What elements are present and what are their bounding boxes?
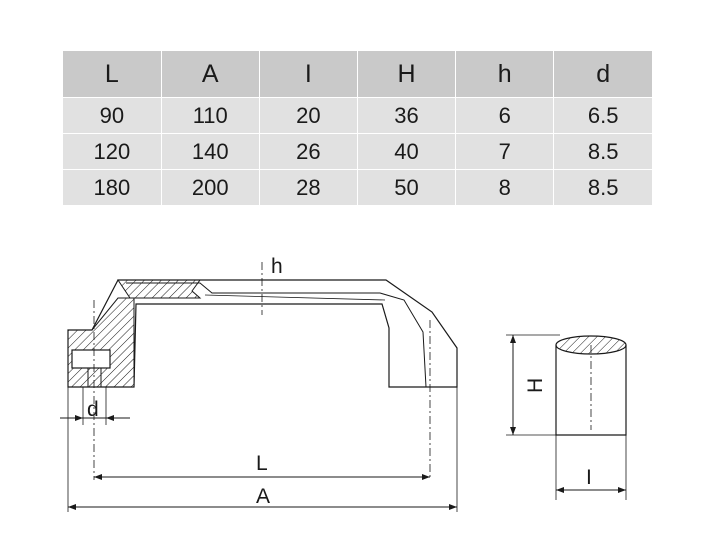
table-cell: 90 — [63, 97, 162, 134]
header-d: d — [553, 51, 652, 98]
label-L: L — [256, 452, 268, 475]
table-row: 120 140 26 40 7 8.5 — [63, 133, 652, 170]
table-cell: 8 — [455, 169, 555, 205]
handle-inner-edge-2 — [204, 294, 386, 301]
mounting-hole — [71, 349, 111, 369]
header-H: H — [357, 51, 457, 98]
label-h: h — [271, 255, 283, 278]
table-row: 90 110 20 36 6 6.5 — [63, 97, 652, 134]
label-A: A — [256, 485, 270, 508]
table-header-row: L A I H h d — [63, 51, 652, 98]
handle-outline — [67, 279, 458, 388]
dimension-table: L A I H h d 90 110 20 36 6 6.5 120 140 2… — [63, 51, 652, 205]
table-cell: 8.5 — [553, 169, 652, 205]
table-cell: 140 — [161, 133, 260, 170]
header-h: h — [455, 51, 555, 98]
table-cell: 28 — [259, 169, 358, 205]
handle-inner-edge — [126, 282, 427, 388]
table-cell: 8.5 — [553, 133, 652, 170]
table-cell: 20 — [259, 97, 358, 134]
label-H: H — [524, 378, 547, 393]
side-view — [506, 334, 627, 500]
label-d: d — [87, 398, 99, 421]
side-body-outline — [555, 345, 627, 436]
header-I: I — [259, 51, 358, 98]
table-row: 180 200 28 50 8 8.5 — [63, 169, 652, 205]
header-L: L — [63, 51, 162, 98]
table-cell: 6.5 — [553, 97, 652, 134]
table-cell: 120 — [63, 133, 162, 170]
table-cell: 7 — [455, 133, 555, 170]
table-cell: 180 — [63, 169, 162, 205]
table-cell: 26 — [259, 133, 358, 170]
table-cell: 50 — [357, 169, 457, 205]
front-view — [60, 262, 458, 512]
table-cell: 110 — [161, 97, 260, 134]
table-cell: 36 — [357, 97, 457, 134]
table-cell: 6 — [455, 97, 555, 134]
label-I: I — [586, 466, 592, 489]
table-cell: 40 — [357, 133, 457, 170]
hatched-section-top — [117, 279, 202, 299]
header-A: A — [161, 51, 260, 98]
table-cell: 200 — [161, 169, 260, 205]
